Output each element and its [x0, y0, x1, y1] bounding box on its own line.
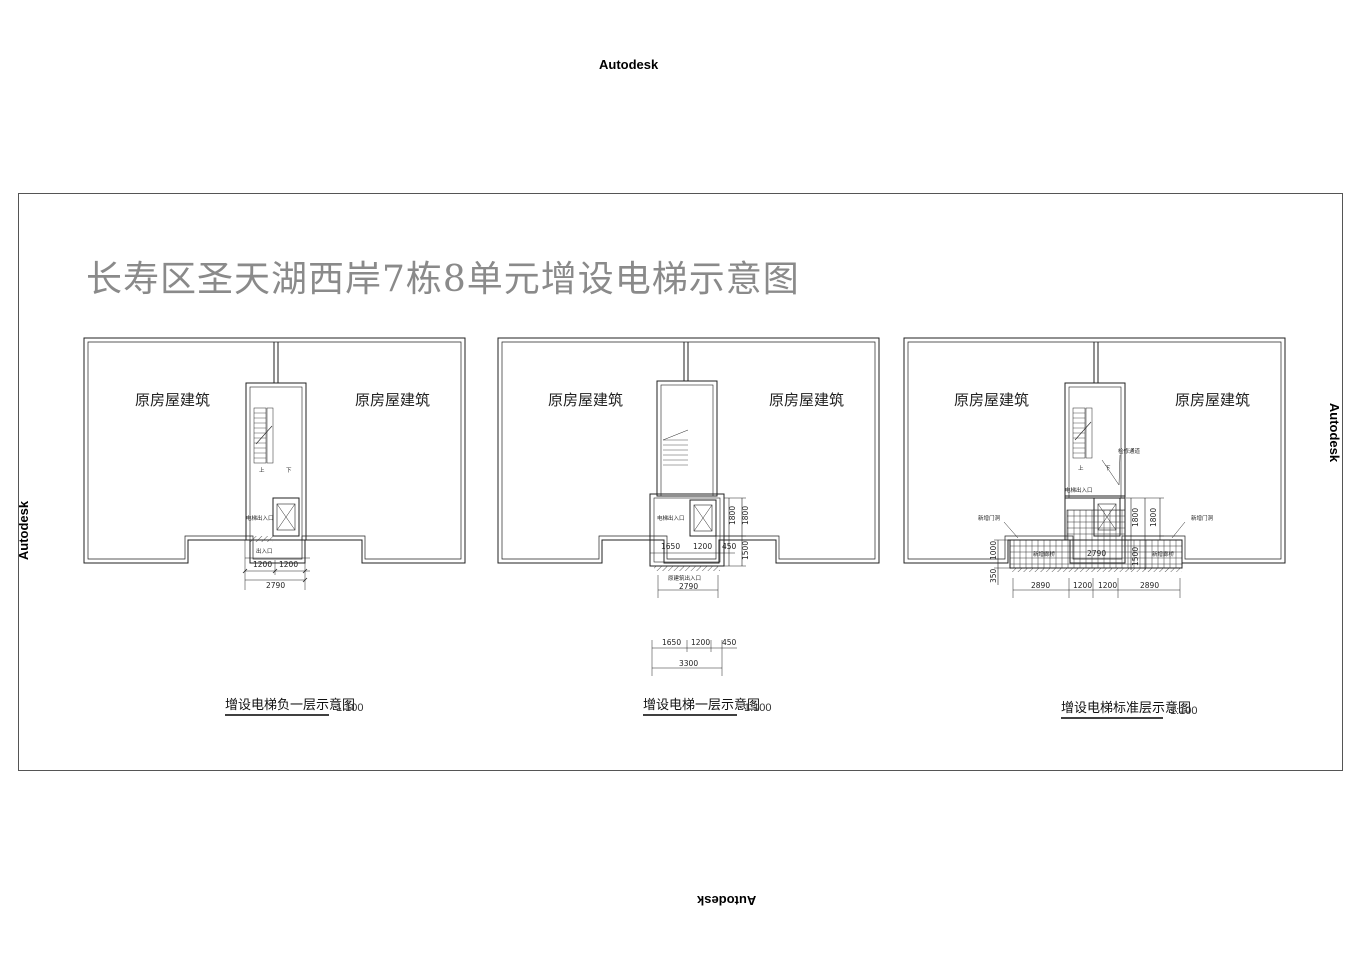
- dim-3d: 2890: [1140, 581, 1159, 590]
- plan-scale-2: 1:100: [744, 702, 772, 714]
- dim-2-d2: 1200: [691, 638, 710, 647]
- dim-2-v1b: 1800: [741, 506, 750, 525]
- dim-1-total: 2790: [266, 581, 285, 590]
- dim-3c: 1200: [1098, 581, 1117, 590]
- new-door-label-a: 新增门洞: [978, 514, 1001, 522]
- dim-3-h2: 350: [989, 568, 998, 583]
- building-label-2b: 原房屋建筑: [769, 391, 844, 409]
- elevator-shaft: [272, 497, 300, 537]
- stair-down-label-3: 下: [1105, 465, 1111, 472]
- dim-3b: 1200: [1073, 581, 1092, 590]
- dim-1b: 1200: [279, 560, 298, 569]
- dim-2-v1: 1800: [728, 506, 737, 525]
- stair-up-label-3: 上: [1078, 464, 1084, 472]
- dim-2-v2: 1500: [741, 541, 750, 560]
- plan-caption-3: 增设电梯标准层示意图: [1061, 700, 1191, 716]
- elevator-addition: [649, 493, 725, 567]
- dim-3-mid: 2790: [1087, 549, 1106, 558]
- plan-caption-2: 增设电梯一层示意图: [643, 697, 760, 713]
- dim-2-d1: 1650: [662, 638, 681, 647]
- dim-2c: 450: [722, 542, 737, 551]
- building-entry-label: 原建筑出入口: [668, 574, 701, 582]
- stair-up-label: 上: [259, 466, 265, 474]
- corridor-label-b: 新增廊桥: [1152, 550, 1175, 558]
- dim-2-d3: 450: [722, 638, 737, 647]
- dim-2-total: 2790: [679, 582, 698, 591]
- drawing-frame: [18, 193, 1343, 771]
- dim-2b: 1200: [693, 542, 712, 551]
- dim-3-v2: 1800: [1149, 508, 1158, 527]
- elevator-entry-label-2: 电梯出入口: [657, 514, 685, 522]
- dim-3-h1: 1000: [989, 541, 998, 560]
- maintenance-label: 检修通道: [1118, 447, 1141, 455]
- stair-down-label: 下: [286, 467, 292, 474]
- dim-3-v1: 1800: [1131, 508, 1140, 527]
- elevator-entry-label: 电梯出入口: [246, 514, 274, 522]
- dim-2-dtotal: 3300: [679, 659, 698, 668]
- plan-standard: [903, 337, 1286, 598]
- watermark-top: Autodesk: [599, 57, 659, 72]
- building-label-2a: 原房屋建筑: [548, 391, 623, 409]
- plan-scale-3: 1:100: [1170, 705, 1198, 717]
- dim-1a: 1200: [253, 560, 272, 569]
- corridor-label-a: 新增廊桥: [1033, 550, 1056, 558]
- drawing-title: 长寿区圣天湖西岸7栋8单元增设电梯示意图: [86, 259, 800, 300]
- exit-label: 出入口: [256, 547, 273, 555]
- dim-3-h3: 1500: [1131, 547, 1140, 566]
- plan-ground: [497, 337, 880, 676]
- building-label-1a: 原房屋建筑: [135, 391, 210, 409]
- building-label-1b: 原房屋建筑: [355, 391, 430, 409]
- building-label-3b: 原房屋建筑: [1175, 391, 1250, 409]
- plan-ground-outline: [497, 337, 880, 564]
- building-label-3a: 原房屋建筑: [954, 391, 1029, 409]
- dim-3a: 2890: [1031, 581, 1050, 590]
- new-door-label-b: 新增门洞: [1191, 514, 1214, 522]
- plan-basement: [83, 337, 466, 590]
- plan-scale-1: 1:100: [336, 702, 364, 714]
- elevator-entry-label-3: 电梯出入口: [1065, 486, 1093, 494]
- plan-caption-1: 增设电梯负一层示意图: [225, 697, 355, 713]
- dim-2a: 1650: [661, 542, 680, 551]
